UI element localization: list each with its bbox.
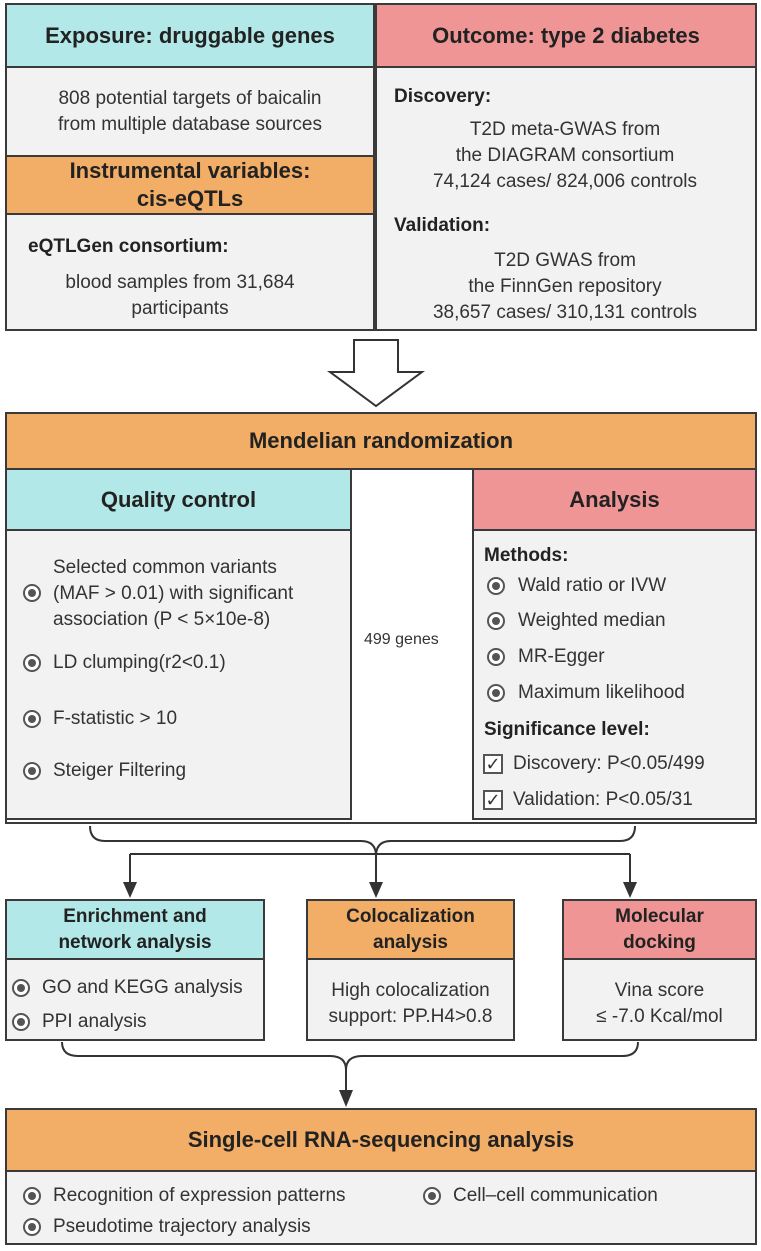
discovery-description: T2D meta-GWAS from the DIAGRAM consortiu… bbox=[380, 117, 750, 195]
significance-label: Significance level: bbox=[484, 719, 650, 740]
validation-description: T2D GWAS from the FinnGen repository 38,… bbox=[380, 248, 750, 326]
enrichment-item-2: PPI analysis bbox=[42, 1011, 147, 1032]
mr-bracket bbox=[89, 825, 636, 857]
arrow-label: 499 genes bbox=[364, 631, 439, 648]
enrichment-bullet-2 bbox=[12, 1013, 30, 1031]
enrichment-header-line-2: network analysis bbox=[58, 931, 212, 953]
scrna-header: Single-cell RNA-sequencing analysis bbox=[5, 1108, 757, 1172]
qc-header-text: Quality control bbox=[100, 486, 257, 512]
method-2: Weighted median bbox=[518, 610, 666, 631]
colocalization-line-2: support: PP.H4>0.8 bbox=[328, 1006, 493, 1027]
scrna-bullet-3 bbox=[23, 1218, 41, 1236]
scrna-bullet-1 bbox=[23, 1187, 41, 1205]
instruments-header: Instrumental variables: cis-eQTLs bbox=[5, 155, 375, 215]
scrna-item-3: Pseudotime trajectory analysis bbox=[53, 1216, 311, 1237]
validation-label: Validation: bbox=[394, 215, 491, 236]
docking-header-line-1: Molecular bbox=[615, 905, 704, 927]
mr-header-text: Mendelian randomization bbox=[248, 428, 514, 453]
scrna-item-1: Recognition of expression patterns bbox=[53, 1185, 346, 1206]
check-discovery: Discovery: P<0.05/499 bbox=[513, 753, 705, 774]
method-bullet-2 bbox=[487, 612, 505, 630]
check-icon-discovery: ✓ bbox=[483, 754, 503, 774]
scrna-bullet-2 bbox=[423, 1187, 441, 1205]
discovery-line-2: the DIAGRAM consortium bbox=[455, 145, 675, 166]
instruments-source: eQTLGen consortium: bbox=[28, 234, 229, 260]
arrowhead-docking bbox=[623, 882, 637, 898]
qc-bullet-3 bbox=[23, 710, 41, 728]
qc-bullet-2 bbox=[23, 654, 41, 672]
split-lines bbox=[129, 853, 631, 882]
down-arrow-shape bbox=[326, 339, 426, 408]
qc-item-1-line-3: association (P < 5×10e-8) bbox=[53, 609, 271, 630]
colocalization-line-1: High colocalization bbox=[331, 980, 490, 1001]
method-bullet-1 bbox=[487, 577, 505, 595]
docking-header: Molecular docking bbox=[562, 899, 757, 960]
colocalization-header: Colocalization analysis bbox=[306, 899, 515, 960]
enrichment-bullet-1 bbox=[12, 979, 30, 997]
exposure-description: 808 potential targets of baicalin from m… bbox=[5, 86, 375, 138]
exposure-header: Exposure: druggable genes bbox=[5, 3, 375, 68]
qc-item-1: Selected common variants (MAF > 0.01) wi… bbox=[53, 555, 293, 633]
outcome-header: Outcome: type 2 diabetes bbox=[375, 3, 757, 68]
scrna-item-2: Cell–cell communication bbox=[453, 1185, 658, 1206]
docking-description: Vina score ≤ -7.0 Kcal/mol bbox=[562, 978, 757, 1030]
discovery-line-3: 74,124 cases/ 824,006 controls bbox=[432, 171, 698, 192]
arrowhead-colocalization bbox=[369, 882, 383, 898]
exposure-line-2: from multiple database sources bbox=[57, 114, 322, 135]
enrichment-header: Enrichment and network analysis bbox=[5, 899, 265, 960]
arrowhead-enrichment bbox=[123, 882, 137, 898]
enrichment-header-line-1: Enrichment and bbox=[63, 905, 207, 927]
enrichment-item-1: GO and KEGG analysis bbox=[42, 977, 243, 998]
colocalization-header-line-2: analysis bbox=[373, 931, 448, 953]
qc-bullet-4 bbox=[23, 762, 41, 780]
method-1: Wald ratio or IVW bbox=[518, 575, 667, 596]
method-bullet-3 bbox=[487, 648, 505, 666]
arrowhead-scrna bbox=[339, 1090, 353, 1107]
qc-header: Quality control bbox=[5, 468, 352, 531]
docking-header-line-2: docking bbox=[623, 931, 696, 953]
check-validation: Validation: P<0.05/31 bbox=[513, 789, 693, 810]
exposure-header-text: Exposure: druggable genes bbox=[45, 22, 335, 48]
scrna-header-text: Single-cell RNA-sequencing analysis bbox=[187, 1127, 575, 1152]
docking-line-1: Vina score bbox=[614, 980, 705, 1001]
colocalization-description: High colocalization support: PP.H4>0.8 bbox=[306, 978, 515, 1030]
check-icon-validation: ✓ bbox=[483, 790, 503, 810]
qc-item-2: LD clumping(r2<0.1) bbox=[53, 652, 226, 673]
discovery-line-1: T2D meta-GWAS from bbox=[469, 119, 661, 140]
mr-header: Mendelian randomization bbox=[5, 412, 757, 470]
qc-item-4: Steiger Filtering bbox=[53, 760, 187, 781]
outcome-header-text: Outcome: type 2 diabetes bbox=[432, 22, 700, 48]
validation-line-2: the FinnGen repository bbox=[468, 276, 662, 297]
analysis-header: Analysis bbox=[472, 468, 757, 531]
validation-line-3: 38,657 cases/ 310,131 controls bbox=[432, 302, 698, 323]
exposure-line-1: 808 potential targets of baicalin bbox=[58, 88, 322, 109]
method-4: Maximum likelihood bbox=[518, 682, 685, 703]
methods-label: Methods: bbox=[484, 545, 569, 566]
instruments-description: blood samples from 31,684 participants bbox=[5, 270, 355, 322]
validation-line-1: T2D GWAS from bbox=[494, 250, 636, 271]
discovery-label: Discovery: bbox=[394, 86, 492, 107]
qc-bullet-1 bbox=[23, 584, 41, 602]
method-3: MR-Egger bbox=[518, 646, 605, 667]
qc-item-1-line-1: Selected common variants bbox=[53, 557, 277, 578]
qc-item-1-line-2: (MAF > 0.01) with significant bbox=[53, 583, 294, 604]
middle-bracket bbox=[61, 1041, 639, 1071]
instruments-line-1: blood samples from 31,684 bbox=[65, 272, 295, 293]
qc-item-3: F-statistic > 10 bbox=[53, 708, 178, 729]
instruments-header-line-2: cis-eQTLs bbox=[136, 186, 244, 211]
instruments-line-2: participants bbox=[131, 298, 229, 319]
analysis-header-text: Analysis bbox=[569, 486, 660, 512]
docking-line-2: ≤ -7.0 Kcal/mol bbox=[596, 1006, 723, 1027]
instruments-source-name: eQTLGen consortium bbox=[28, 236, 223, 257]
instruments-header-line-1: Instrumental variables: bbox=[69, 158, 311, 183]
colocalization-header-line-1: Colocalization bbox=[346, 905, 475, 927]
method-bullet-4 bbox=[487, 684, 505, 702]
instruments-source-colon: : bbox=[222, 236, 229, 257]
